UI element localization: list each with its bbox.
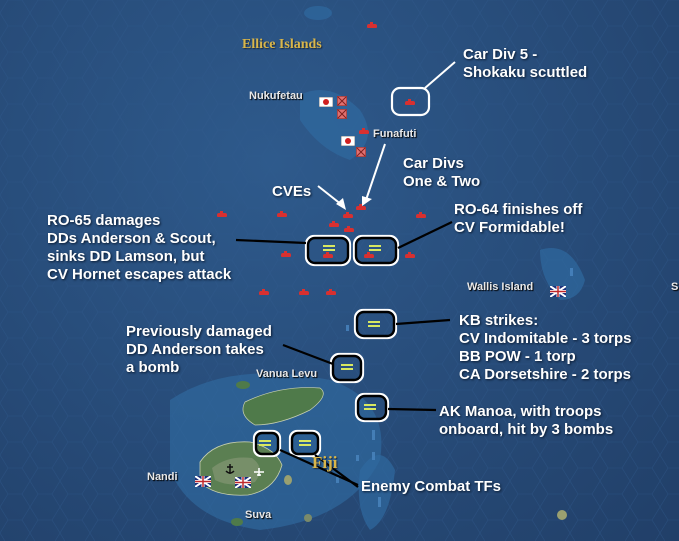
ship-icon[interactable] <box>259 289 269 295</box>
lau-reef <box>358 455 395 530</box>
ship-icon[interactable] <box>416 212 426 218</box>
ship-icon[interactable] <box>281 251 291 257</box>
ship-icon[interactable] <box>326 289 336 295</box>
ship-icon[interactable] <box>405 99 415 105</box>
town-label-funafuti[interactable]: Funafuti <box>373 128 417 140</box>
base-icon[interactable] <box>356 147 366 157</box>
japan-flag-icon[interactable] <box>341 136 355 146</box>
town-label-vanua-levu[interactable]: Vanua Levu <box>256 368 318 380</box>
ship-icon[interactable] <box>217 211 227 217</box>
reef-specks <box>336 268 573 507</box>
japan-flag-icon[interactable] <box>319 97 333 107</box>
task-force-icon[interactable] <box>341 363 353 371</box>
annotation-kb-strikes: KB strikes: CV Indomitable - 3 torps BB … <box>459 312 632 383</box>
annotation-car-divs: Car Divs One & Two <box>403 155 481 190</box>
islet <box>284 475 292 485</box>
uk-flag-icon[interactable] <box>550 286 566 297</box>
task-force-icon[interactable] <box>299 439 311 447</box>
ship-icon[interactable] <box>359 128 369 134</box>
islet <box>236 381 250 389</box>
arrowheads <box>336 196 372 210</box>
region-label-ellice-islands: Ellice Islands <box>242 37 322 52</box>
town-label-wallis-island[interactable]: Wallis Island <box>467 281 534 293</box>
town-label-suva[interactable]: Suva <box>245 509 272 521</box>
base-icon[interactable] <box>337 109 347 119</box>
uk-flag-icon[interactable] <box>195 476 211 487</box>
task-force-icon[interactable] <box>368 320 380 328</box>
islet <box>231 518 243 526</box>
pointer-lines <box>235 221 453 488</box>
airplane-icon[interactable] <box>253 467 265 477</box>
ship-icon[interactable] <box>344 226 354 232</box>
town-label-edge: S <box>671 281 679 293</box>
annotation-cves: CVEs <box>272 183 312 200</box>
ship-icon[interactable] <box>356 204 366 210</box>
town-label-nandi[interactable]: Nandi <box>147 471 178 483</box>
base-icon[interactable] <box>337 96 347 106</box>
reef <box>304 6 332 20</box>
region-label-fiji: Fiji <box>312 453 338 472</box>
ship-icon[interactable] <box>364 252 374 258</box>
annotation-ro-64: RO-64 finishes off CV Formidable! <box>454 201 583 236</box>
islet <box>304 514 312 522</box>
islet <box>557 510 567 520</box>
callout-markers-dark <box>254 236 398 456</box>
ship-icon[interactable] <box>367 22 377 28</box>
leader-lines <box>317 61 456 206</box>
task-force-icon[interactable] <box>369 244 381 252</box>
annotation-car-div-5: Car Div 5 - Shokaku scuttled <box>463 46 588 81</box>
ship-icon[interactable] <box>323 252 333 258</box>
task-force-icon[interactable] <box>364 403 376 411</box>
annotation-dd-anderson: Previously damaged DD Anderson takes a b… <box>126 323 272 376</box>
annotation-ro-65: RO-65 damages DDs Anderson & Scout, sink… <box>47 212 232 283</box>
anchor-icon[interactable] <box>224 463 236 475</box>
ship-icon[interactable] <box>405 252 415 258</box>
ship-icon[interactable] <box>299 289 309 295</box>
uk-flag-icon[interactable] <box>235 477 251 488</box>
annotation-enemy-combat-tfs: Enemy Combat TFs <box>361 478 502 495</box>
town-label-nukufetau[interactable]: Nukufetau <box>249 90 303 102</box>
vanua-levu-island <box>242 387 324 426</box>
task-force-icon[interactable] <box>323 244 335 252</box>
ship-icon[interactable] <box>329 221 339 227</box>
ship-icon[interactable] <box>343 212 353 218</box>
ship-icon[interactable] <box>277 211 287 217</box>
annotation-ak-manoa: AK Manoa, with troops onboard, hit by 3 … <box>439 403 614 438</box>
task-force-icon[interactable] <box>259 439 271 447</box>
